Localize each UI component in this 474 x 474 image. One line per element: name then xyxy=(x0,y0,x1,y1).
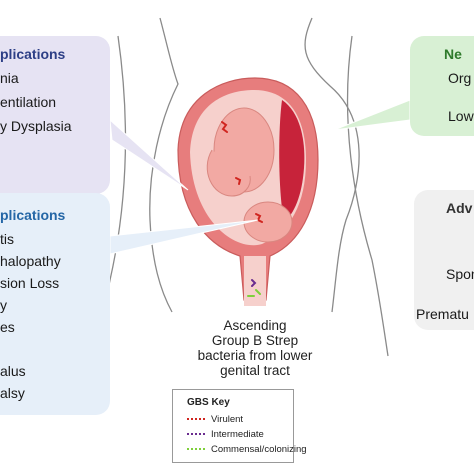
body-outline xyxy=(149,17,179,313)
cervical-canal xyxy=(244,256,266,306)
caption-line: Group B Strep xyxy=(211,333,299,348)
neonatal-item: Low xyxy=(448,108,474,124)
bacteria-virulent xyxy=(221,121,228,133)
neurologic-complications-panel: plications tis halopathy sion Loss y es … xyxy=(0,193,110,415)
neurologic-item: alus xyxy=(0,363,26,379)
adverse-outcomes-panel: Adv Spon Prematu xyxy=(414,190,474,330)
adverse-item: Spon xyxy=(446,266,474,282)
gbs-key-label: Intermediate xyxy=(211,429,264,440)
bacteria-intermediate xyxy=(251,279,257,287)
respiratory-item: y Dysplasia xyxy=(0,118,72,134)
neurologic-item: y xyxy=(0,297,7,313)
neurologic-panel-title: plications xyxy=(0,207,66,223)
arm-right xyxy=(346,35,389,357)
body-outline-right xyxy=(304,17,360,313)
neonatal-panel-title: Ne xyxy=(444,46,462,62)
neurologic-item: halopathy xyxy=(0,253,61,269)
gbs-key-item: Commensal/colonizing xyxy=(187,444,307,455)
virulent-swatch xyxy=(187,418,205,421)
neurologic-item: alsy xyxy=(0,385,25,401)
respiratory-item: nia xyxy=(0,70,19,86)
neurologic-item: tis xyxy=(0,231,14,247)
neurologic-item: sion Loss xyxy=(0,275,60,291)
respiratory-panel-title: plications xyxy=(0,46,66,62)
respiratory-complications-panel: plications nia entilation y Dysplasia xyxy=(0,36,110,194)
gbs-key-item: Virulent xyxy=(187,414,243,425)
pointer-neurologic xyxy=(109,219,259,255)
gbs-key-label: Commensal/colonizing xyxy=(211,444,307,455)
commensal-swatch xyxy=(187,448,205,451)
intermediate-swatch xyxy=(187,433,205,436)
caption-line: bacteria from lower xyxy=(197,348,313,363)
gbs-key-item: Intermediate xyxy=(187,429,264,440)
placenta xyxy=(279,100,305,222)
neonatal-outcomes-panel: Ne Org Low xyxy=(410,36,474,136)
neurologic-item: es xyxy=(0,319,15,335)
adverse-item: Prematu xyxy=(416,306,469,322)
gbs-key-title: GBS Key xyxy=(187,397,230,408)
gbs-key-legend: GBS Key Virulent Intermediate Commensal/… xyxy=(172,389,307,463)
pointer-respiratory xyxy=(109,118,189,191)
bacteria-virulent-2 xyxy=(255,213,263,223)
bacteria-virulent-3 xyxy=(235,177,242,185)
adverse-panel-title: Adv xyxy=(446,200,473,216)
gbs-key-label: Virulent xyxy=(211,414,244,425)
caption-line: Ascending xyxy=(223,318,287,333)
ascending-gbs-caption: Ascending Group B Strep bacteria from lo… xyxy=(170,318,340,378)
bacteria-commensal xyxy=(247,289,261,297)
respiratory-item: entilation xyxy=(0,94,57,110)
caption-line: genital tract xyxy=(220,363,290,378)
neonatal-item: Org xyxy=(448,70,472,86)
